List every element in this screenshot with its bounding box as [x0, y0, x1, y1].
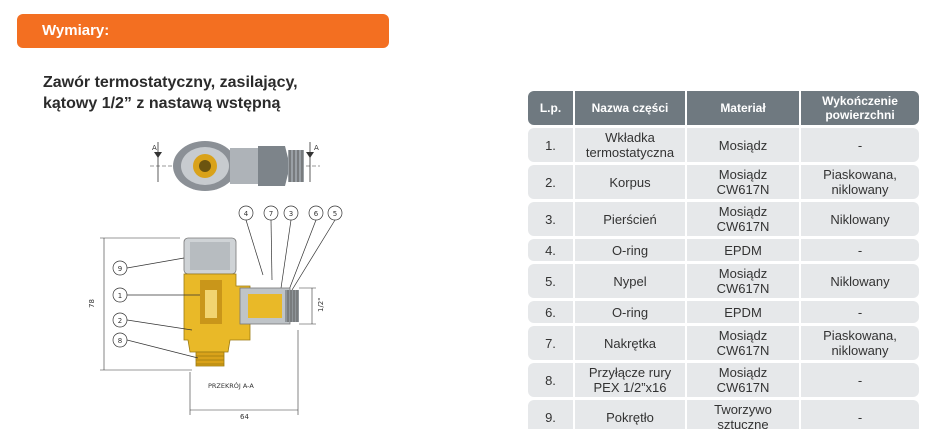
section-header-title: Wymiary:	[42, 22, 110, 39]
cell-name: O-ring	[575, 239, 687, 261]
table-row: 5. Nypel Mosiądz CW617N Niklowany	[528, 264, 919, 298]
cell-finish: -	[801, 363, 919, 397]
callout-8: 8	[118, 337, 122, 345]
cell-name: Wkładka termostatyczna	[575, 128, 687, 162]
table-row: 9. Pokrętło Tworzywo sztuczne -	[528, 400, 919, 429]
cell-material: Tworzywo sztuczne	[687, 400, 801, 429]
cell-material: Mosiądz CW617N	[687, 165, 801, 199]
dimension-width: 64	[240, 413, 249, 421]
product-title: Zawór termostatyczny, zasilający, kątowy…	[43, 72, 343, 114]
callout-4: 4	[244, 210, 249, 218]
cell-material: Mosiądz CW617N	[687, 264, 801, 298]
dimension-thread: 1/2"	[317, 298, 325, 313]
table-row: 8. Przyłącze rury PEX 1/2”x16 Mosiądz CW…	[528, 363, 919, 397]
section-header: Wymiary:	[17, 14, 389, 48]
cell-material: Mosiądz CW617N	[687, 326, 801, 360]
cell-finish: -	[801, 239, 919, 261]
cell-name: O-ring	[575, 301, 687, 323]
cell-lp: 3.	[528, 202, 575, 236]
valve-technical-drawing: A A 4 7 3 6 5	[88, 141, 343, 421]
cell-lp: 4.	[528, 239, 575, 261]
product-title-line-1: Zawór termostatyczny, zasilający,	[43, 74, 298, 91]
cell-material: Mosiądz CW617N	[687, 202, 801, 236]
product-title-line-2: kątowy 1/2” z nastawą wstępną	[43, 95, 281, 112]
callout-5: 5	[333, 210, 337, 218]
cell-material: Mosiądz CW617N	[687, 363, 801, 397]
cell-finish: -	[801, 128, 919, 162]
valve-top-view: A A	[150, 141, 320, 191]
table-row: 3. Pierścień Mosiądz CW617N Niklowany	[528, 202, 919, 236]
cell-lp: 1.	[528, 128, 575, 162]
cell-name: Nakrętka	[575, 326, 687, 360]
table-row: 7. Nakrętka Mosiądz CW617N Piaskowana, n…	[528, 326, 919, 360]
header-material: Materiał	[687, 91, 801, 125]
section-mark-left: A	[152, 144, 157, 152]
cell-finish: Piaskowana, niklowany	[801, 165, 919, 199]
table-row: 6. O-ring EPDM -	[528, 301, 919, 323]
table-header-row: L.p. Nazwa części Materiał Wykończenie p…	[528, 91, 919, 125]
section-mark-right: A	[314, 144, 319, 152]
callout-2: 2	[118, 317, 122, 325]
cell-lp: 6.	[528, 301, 575, 323]
cell-lp: 2.	[528, 165, 575, 199]
cell-finish: Niklowany	[801, 264, 919, 298]
cell-lp: 9.	[528, 400, 575, 429]
cell-lp: 5.	[528, 264, 575, 298]
parts-table: L.p. Nazwa części Materiał Wykończenie p…	[528, 88, 919, 429]
cell-material: EPDM	[687, 239, 801, 261]
callout-1: 1	[118, 292, 122, 300]
callout-9: 9	[118, 265, 122, 273]
cell-name: Pokrętło	[575, 400, 687, 429]
cell-material: EPDM	[687, 301, 801, 323]
table-row: 2. Korpus Mosiądz CW617N Piaskowana, nik…	[528, 165, 919, 199]
cell-lp: 8.	[528, 363, 575, 397]
section-label: PRZEKRÓJ A-A	[208, 381, 254, 390]
header-lp: L.p.	[528, 91, 575, 125]
cell-finish: Niklowany	[801, 202, 919, 236]
cell-name: Przyłącze rury PEX 1/2”x16	[575, 363, 687, 397]
header-part-name: Nazwa części	[575, 91, 687, 125]
table-row: 4. O-ring EPDM -	[528, 239, 919, 261]
cell-finish: -	[801, 301, 919, 323]
dimension-height: 78	[88, 299, 96, 308]
valve-section-view	[183, 237, 299, 367]
cell-material: Mosiądz	[687, 128, 801, 162]
cell-finish: -	[801, 400, 919, 429]
cell-lp: 7.	[528, 326, 575, 360]
cell-finish: Piaskowana, niklowany	[801, 326, 919, 360]
table-row: 1. Wkładka termostatyczna Mosiądz -	[528, 128, 919, 162]
cell-name: Nypel	[575, 264, 687, 298]
callout-6: 6	[314, 210, 319, 218]
cell-name: Pierścień	[575, 202, 687, 236]
header-finish: Wykończenie powierzchni	[801, 91, 919, 125]
callout-3: 3	[289, 210, 293, 218]
cell-name: Korpus	[575, 165, 687, 199]
callout-7: 7	[269, 210, 273, 218]
